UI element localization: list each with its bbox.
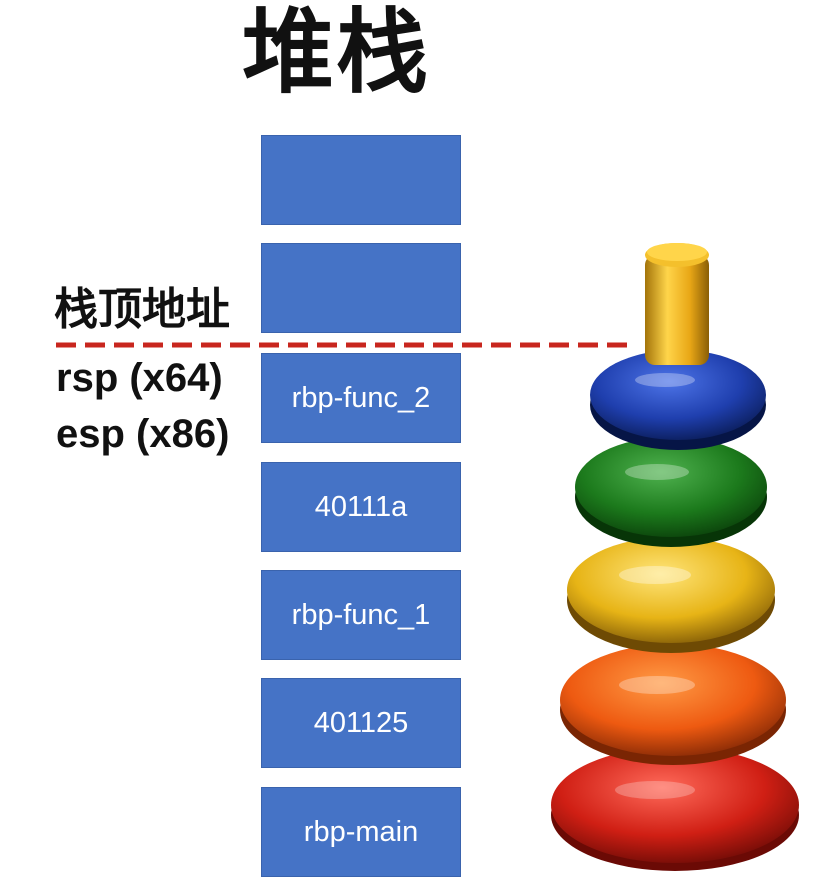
stack-cell-rbp-main: rbp-main — [261, 787, 461, 877]
yellow-ring — [567, 537, 775, 653]
orange-ring — [560, 644, 786, 765]
page-title: 堆栈 — [242, 0, 431, 106]
stack-cell-rbp-func-1: rbp-func_1 — [261, 570, 461, 660]
stacking-rings-toy-illustration — [551, 243, 799, 871]
stack-top-address-label: 栈顶地址 — [54, 284, 230, 335]
stack-cell-empty-1 — [261, 135, 461, 225]
register-rsp-label: rsp (x64) — [56, 356, 223, 400]
green-ring — [575, 437, 767, 547]
red-ring — [551, 747, 799, 871]
stack-cell-return-401125: 401125 — [261, 678, 461, 768]
register-esp-label: esp (x86) — [56, 412, 230, 456]
stack-cell-return-40111a: 40111a — [261, 462, 461, 552]
blue-ring — [590, 350, 766, 450]
stack-cell-empty-2 — [261, 243, 461, 333]
stack-cell-rbp-func-2: rbp-func_2 — [261, 353, 461, 443]
peg — [645, 243, 709, 365]
